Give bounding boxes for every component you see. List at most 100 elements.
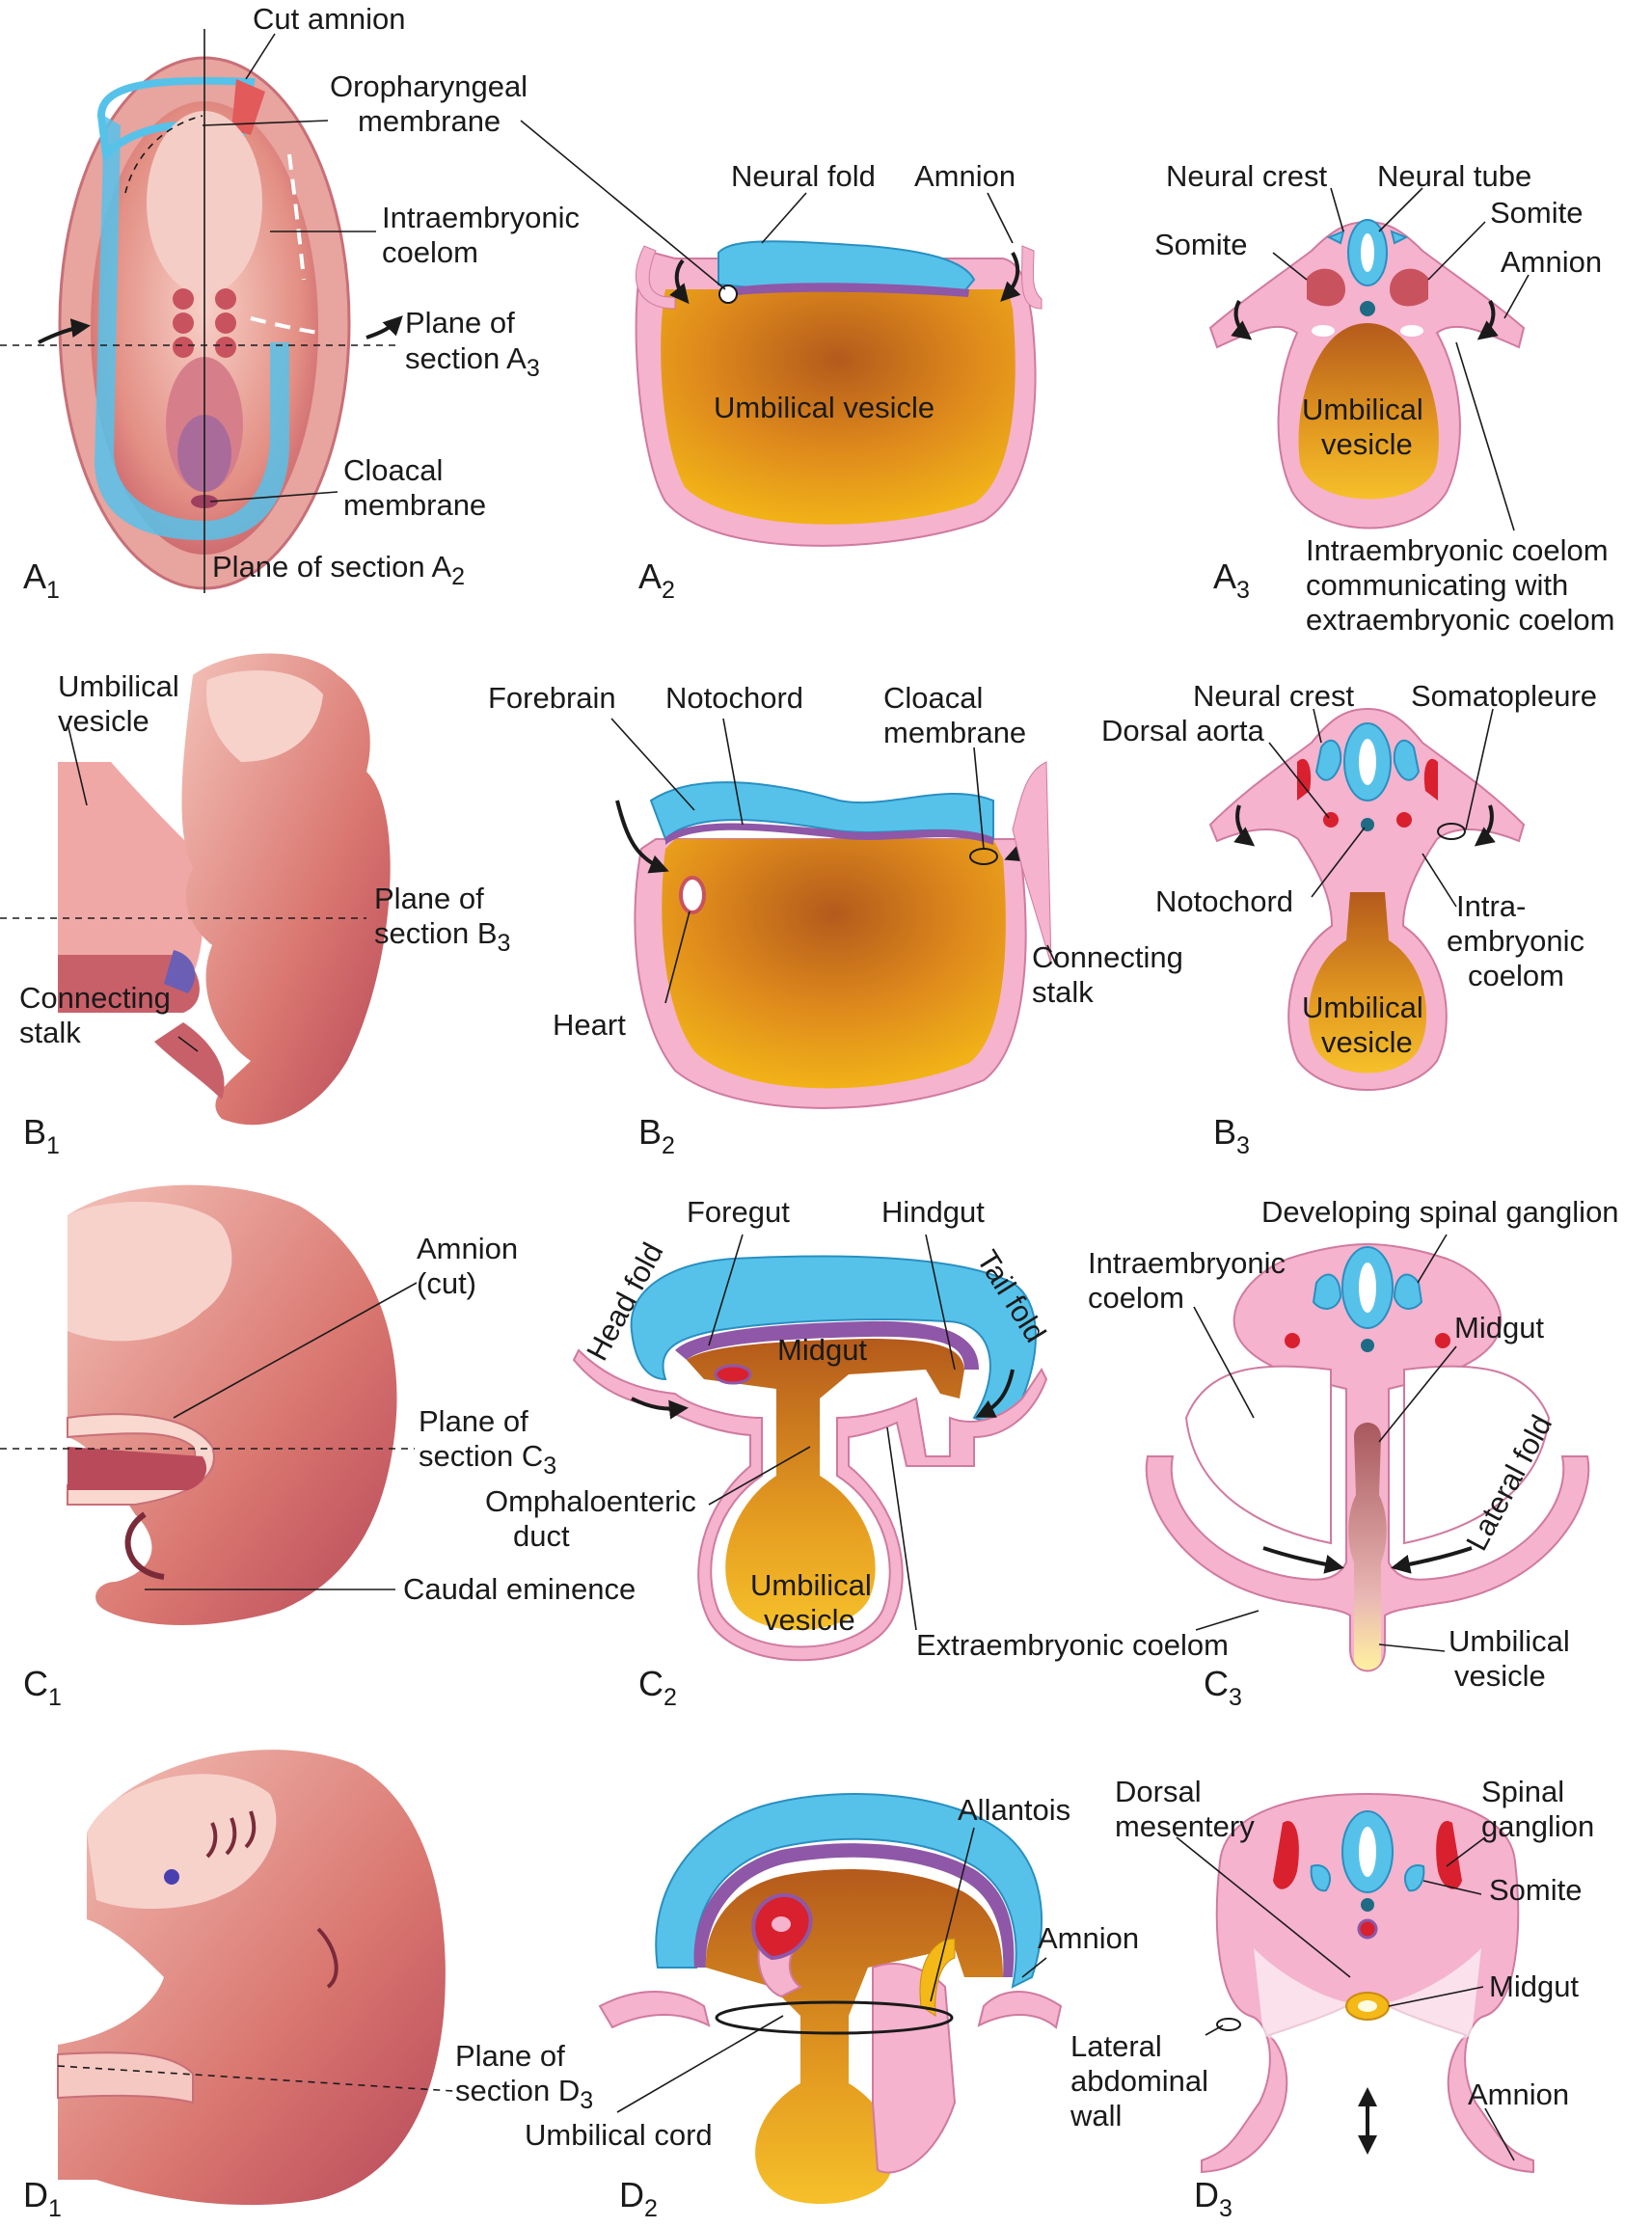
panel-label-b3: B3: [1213, 1112, 1250, 1159]
label-umbilical-vesicle: Umbilical vesicle: [714, 391, 934, 424]
label-intraembryonic-2: coelom: [382, 235, 478, 269]
label-coelom-1: Intraembryonic: [1088, 1246, 1286, 1280]
c3-gut-tube: [1348, 1423, 1387, 1670]
a3-notochord: [1360, 301, 1375, 316]
d1-head: [87, 1774, 277, 1910]
label-wall: wall: [1070, 2099, 1122, 2132]
label-umbilical: Umbilical: [1449, 1624, 1570, 1658]
c2-gut-yolk: [687, 1339, 964, 1630]
label-ganglion: Developing spinal ganglion: [1261, 1195, 1619, 1229]
label-somatopleure: Somatopleure: [1411, 679, 1597, 713]
d2-yolk-top: [705, 1869, 1003, 2204]
label-oropharyngeal-1: Oropharyngeal: [330, 69, 528, 103]
panel-label-d3: D3: [1194, 2175, 1232, 2222]
label-neural-crest: Neural crest: [1166, 159, 1327, 193]
label-coelom-2: embryonic: [1447, 924, 1584, 958]
label-plane-1: Plane of: [419, 1404, 528, 1438]
panel-label-b2: B2: [638, 1112, 675, 1159]
d2-cord-ring: [715, 2000, 954, 2035]
d3-neural-canal: [1359, 1827, 1376, 1877]
b1-embryo-body: [181, 653, 391, 1126]
panel-label-d2: D2: [619, 2175, 658, 2222]
a3-somite-right: [1390, 268, 1428, 307]
d3-aorta: [1357, 1918, 1378, 1940]
label-stalk: stalk: [19, 1016, 81, 1049]
label-coelom-2: coelom: [1088, 1281, 1184, 1315]
somite: [215, 312, 236, 334]
b3-red-right: [1423, 758, 1438, 801]
label-amnion: Amnion: [1501, 245, 1602, 279]
d3-coelom-cavity: [1254, 1948, 1481, 2043]
panel-b2: Forebrain Notochord Cloacal membrane Con…: [488, 681, 1183, 1159]
panel-label-d1: D1: [23, 2175, 62, 2222]
panel-c1: Amnion (cut) Plane of section C3 Caudal …: [0, 1184, 636, 1711]
panel-d1: Plane of section D3 D1: [23, 1750, 593, 2222]
somite: [173, 337, 194, 358]
d3-wall-ring: [1216, 2018, 1241, 2031]
a3-neural-crest-left: [1326, 230, 1345, 245]
label-amnion-cut: (cut): [417, 1266, 476, 1300]
label-vesicle: vesicle: [1321, 1025, 1413, 1059]
panel-label-a1: A1: [23, 557, 60, 604]
c2-heart: [714, 1364, 752, 1385]
c3-aorta-right: [1435, 1333, 1450, 1348]
panel-label-a2: A2: [638, 557, 675, 604]
d2-neural: [655, 1793, 1043, 1989]
panel-label-b1: B1: [23, 1112, 60, 1159]
d1-eye: [164, 1869, 179, 1885]
label-connecting: Connecting: [1032, 940, 1183, 974]
label-coelom-1: Intra-: [1456, 889, 1526, 923]
c1-tail-curl: [124, 1511, 165, 1580]
label-somite-right: Somite: [1490, 196, 1583, 230]
label-amnion: Amnion: [1468, 2078, 1569, 2111]
somite: [173, 288, 194, 310]
label-amnion: Amnion: [1038, 1921, 1139, 1955]
c3-coelom-left: [1184, 1365, 1332, 1545]
b3-somatopleure-ring: [1437, 823, 1466, 840]
cut-amnion-flap: [231, 79, 265, 135]
panel-a1: Cut amnion Oropharyngeal membrane Intrae…: [0, 2, 580, 604]
label-extraembryonic-coelom: Extraembryonic coelom: [916, 1628, 1229, 1662]
label-coelom-1: Intraembryonic coelom: [1306, 533, 1609, 567]
label-notochord: Notochord: [1155, 884, 1293, 918]
label-omphaloenteric: Omphaloenteric: [485, 1484, 696, 1518]
label-vesicle: vesicle: [1454, 1659, 1546, 1693]
c1-stalk-dark: [68, 1447, 207, 1490]
label-notochord: Notochord: [665, 681, 803, 715]
b3-somite-right: [1393, 739, 1421, 781]
label-oropharyngeal-2: membrane: [358, 104, 501, 138]
label-neural-tube: Neural tube: [1377, 159, 1531, 193]
a2-right-amnion: [1021, 245, 1043, 310]
label-forebrain: Forebrain: [488, 681, 616, 715]
d3-somite-left: [1310, 1864, 1331, 1892]
b3-gut: [1308, 892, 1427, 1073]
label-somite: Somite: [1489, 1873, 1582, 1907]
label-connecting: Connecting: [19, 981, 171, 1015]
label-plane-1: Plane of: [455, 2039, 565, 2073]
b2-neural: [649, 781, 994, 841]
b3-somite-left: [1314, 739, 1342, 781]
a3-somite-left: [1307, 268, 1345, 307]
panel-a3: Neural crest Neural tube Somite Somite A…: [1154, 159, 1614, 637]
d3-midgut-lumen: [1358, 2000, 1377, 2012]
c2-gut-purple: [675, 1320, 979, 1370]
label-coelom-3: coelom: [1468, 959, 1564, 992]
c3-ganglion-left: [1312, 1273, 1342, 1310]
label-cloacal-2: membrane: [883, 716, 1026, 749]
label-stalk: stalk: [1032, 975, 1094, 1009]
panel-d2: Allantois Amnion Umbilical cord D2: [525, 1793, 1139, 2222]
label-umbilical: Umbilical: [1302, 991, 1423, 1024]
panel-d3: Dorsal mesentery Spinal ganglion Somite …: [1070, 1775, 1594, 2222]
label-vesicle: vesicle: [58, 704, 149, 738]
b1-yolk-stalk: [58, 762, 204, 974]
panel-b1: Umbilical vesicle Plane of section B3 Co…: [0, 653, 510, 1159]
somite: [215, 288, 236, 310]
d3-somite-right: [1404, 1864, 1425, 1892]
panel-b3: Neural crest Somatopleure Dorsal aorta N…: [1101, 679, 1597, 1159]
d3-ganglion-left: [1273, 1821, 1299, 1889]
c1-head: [68, 1202, 232, 1342]
c3-aorta-left: [1285, 1333, 1300, 1348]
c3-coelom-right: [1403, 1365, 1551, 1545]
label-neural-fold: Neural fold: [731, 159, 876, 193]
